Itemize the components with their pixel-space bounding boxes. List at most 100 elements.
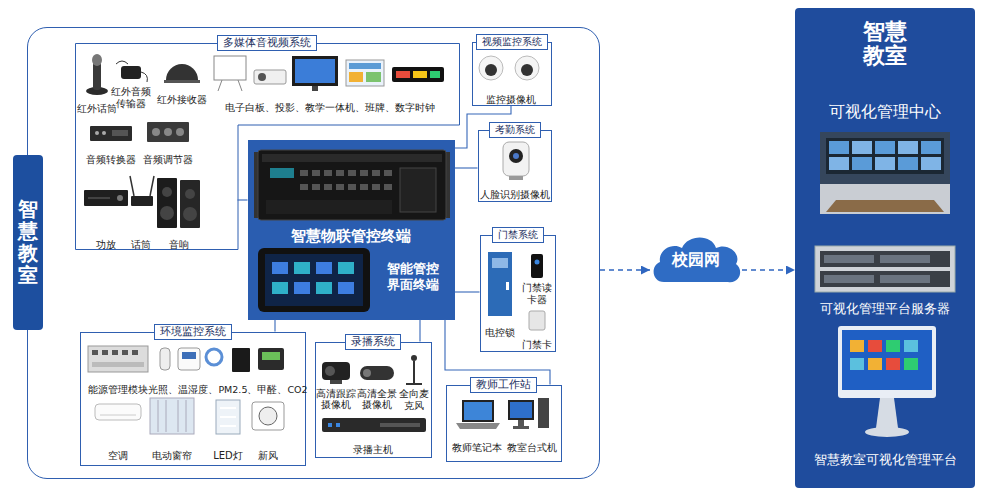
tracking-camera-icon xyxy=(325,366,335,376)
device-label: 音频调节器 xyxy=(143,154,193,166)
monitor-picture xyxy=(904,340,918,352)
energy-module-icon xyxy=(132,350,138,355)
monitor-picture xyxy=(868,358,882,370)
control-room-picture xyxy=(826,138,944,174)
touch-panel-icon xyxy=(258,248,370,312)
card-reader-icon xyxy=(531,254,543,278)
connector-group xyxy=(238,106,796,385)
curtain-icon xyxy=(166,400,167,432)
node-text: 智慧教室可视化管理平台 xyxy=(814,452,957,468)
text-holder: 可视化管理平台服务器 xyxy=(795,298,975,317)
audio-converter-icon xyxy=(112,130,128,136)
fresh-air-icon xyxy=(252,402,284,430)
curtain-icon xyxy=(186,400,187,432)
device-label: 电动窗帘 xyxy=(152,450,192,462)
device-label: 音频转换器 xyxy=(86,154,136,166)
node-text: 智慧物联管控终端 xyxy=(291,227,411,246)
recording-host-icon xyxy=(380,423,420,427)
monitor-picture xyxy=(838,326,936,398)
label-holder: 光照、温湿度、PM2.5、甲醛、CO2 xyxy=(148,378,309,397)
energy-module-icon xyxy=(122,350,128,355)
led-light-icon xyxy=(220,407,236,409)
label-holder: 新风 xyxy=(258,444,279,463)
av-device-icons xyxy=(430,71,440,78)
air-conditioner-icon xyxy=(95,404,141,420)
door-lock-icon xyxy=(488,252,512,316)
touch-panel-icon xyxy=(272,282,288,294)
tracking-camera-icon xyxy=(322,362,350,380)
connector-line xyxy=(274,320,275,332)
infrared-mic-icon xyxy=(93,62,101,90)
sensor-icons xyxy=(258,348,284,370)
system-heading: 门禁系统 xyxy=(498,230,538,240)
audio-adjuster-icon xyxy=(147,122,189,142)
led-light-icon xyxy=(216,400,240,434)
desktop-icon xyxy=(508,400,534,420)
server-picture xyxy=(820,251,950,267)
device-label: 新风 xyxy=(258,450,278,462)
device-label: 监控摄像机 xyxy=(486,94,536,106)
panorama-camera-icon xyxy=(360,366,394,380)
monitor-picture xyxy=(865,427,909,437)
control-room-picture xyxy=(921,157,941,170)
device-label: 全向麦克风 xyxy=(399,388,430,412)
system-heading: 教师工作站 xyxy=(476,379,531,390)
infrared-receiver-icon xyxy=(164,80,200,83)
audio-adjuster-icon xyxy=(152,128,160,136)
device-label: LED灯 xyxy=(213,450,243,462)
node-text: 智慧教室 xyxy=(862,20,908,68)
touch-panel-icon xyxy=(338,282,354,294)
label-holder: 电子白板、投影、教学一体机、班牌、数字时钟 xyxy=(225,96,436,115)
sensor-icons xyxy=(160,348,284,372)
control-terminal-icon xyxy=(336,170,344,176)
energy-module-icon xyxy=(88,346,148,372)
amplifier-icon xyxy=(117,195,123,201)
amplifier-icon xyxy=(84,190,128,206)
microphone-icon xyxy=(406,355,422,384)
label-holder: 音频转换器 xyxy=(86,148,137,167)
heading-tab: 多媒体音视频系统 xyxy=(217,35,317,51)
device-label: 能源管理模块 xyxy=(88,384,148,396)
av-device-icons xyxy=(254,70,286,84)
desktop-icon xyxy=(508,398,549,429)
control-terminal-icon xyxy=(348,184,356,190)
curtain-icon xyxy=(150,398,194,434)
curtain-icon xyxy=(150,398,194,434)
control-terminal-icon xyxy=(324,170,332,176)
text-holder: 校园网 xyxy=(650,250,742,270)
heading-tab: 教师工作站 xyxy=(470,377,537,393)
node-text: 校园网 xyxy=(672,250,720,270)
infrared-transmitter-icon xyxy=(116,61,147,82)
control-terminal-icon xyxy=(400,168,436,212)
control-terminal-icon xyxy=(312,170,320,176)
energy-module-icon xyxy=(88,346,148,372)
touch-panel-icon xyxy=(272,262,288,274)
control-terminal-icon xyxy=(360,170,368,176)
control-room-picture xyxy=(826,200,944,212)
control-room-picture xyxy=(875,141,895,154)
text-holder: 智慧教室 xyxy=(795,20,975,68)
label-holder: LED灯 xyxy=(213,444,244,463)
control-terminal-icon xyxy=(312,184,320,190)
dome-camera-icon xyxy=(479,56,503,80)
server-picture xyxy=(824,255,874,263)
infrared-transmitter-icon xyxy=(121,66,141,79)
device-label: 门禁卡 xyxy=(522,339,552,351)
audio-converter-icon xyxy=(95,131,99,135)
label-holder: 教室台式机 xyxy=(507,436,558,455)
touch-panel-icon xyxy=(265,254,363,306)
device-label: 教师笔记本 xyxy=(452,442,502,454)
laptop-icon xyxy=(456,400,500,429)
control-terminal-icon xyxy=(270,168,294,178)
control-terminal-icon xyxy=(336,184,344,190)
dome-camera-icon xyxy=(515,56,539,80)
label-holder: 门禁读卡器 xyxy=(521,282,553,306)
control-terminal-icon xyxy=(300,184,308,190)
node-text: 智能管控界面终端 xyxy=(385,261,440,294)
text-holder: 智慧物联管控终端 xyxy=(252,226,451,246)
fresh-air-icon xyxy=(252,402,284,430)
control-terminal-icon xyxy=(348,170,356,176)
device-label: 电控锁 xyxy=(485,327,515,339)
monitor-picture xyxy=(904,358,918,370)
